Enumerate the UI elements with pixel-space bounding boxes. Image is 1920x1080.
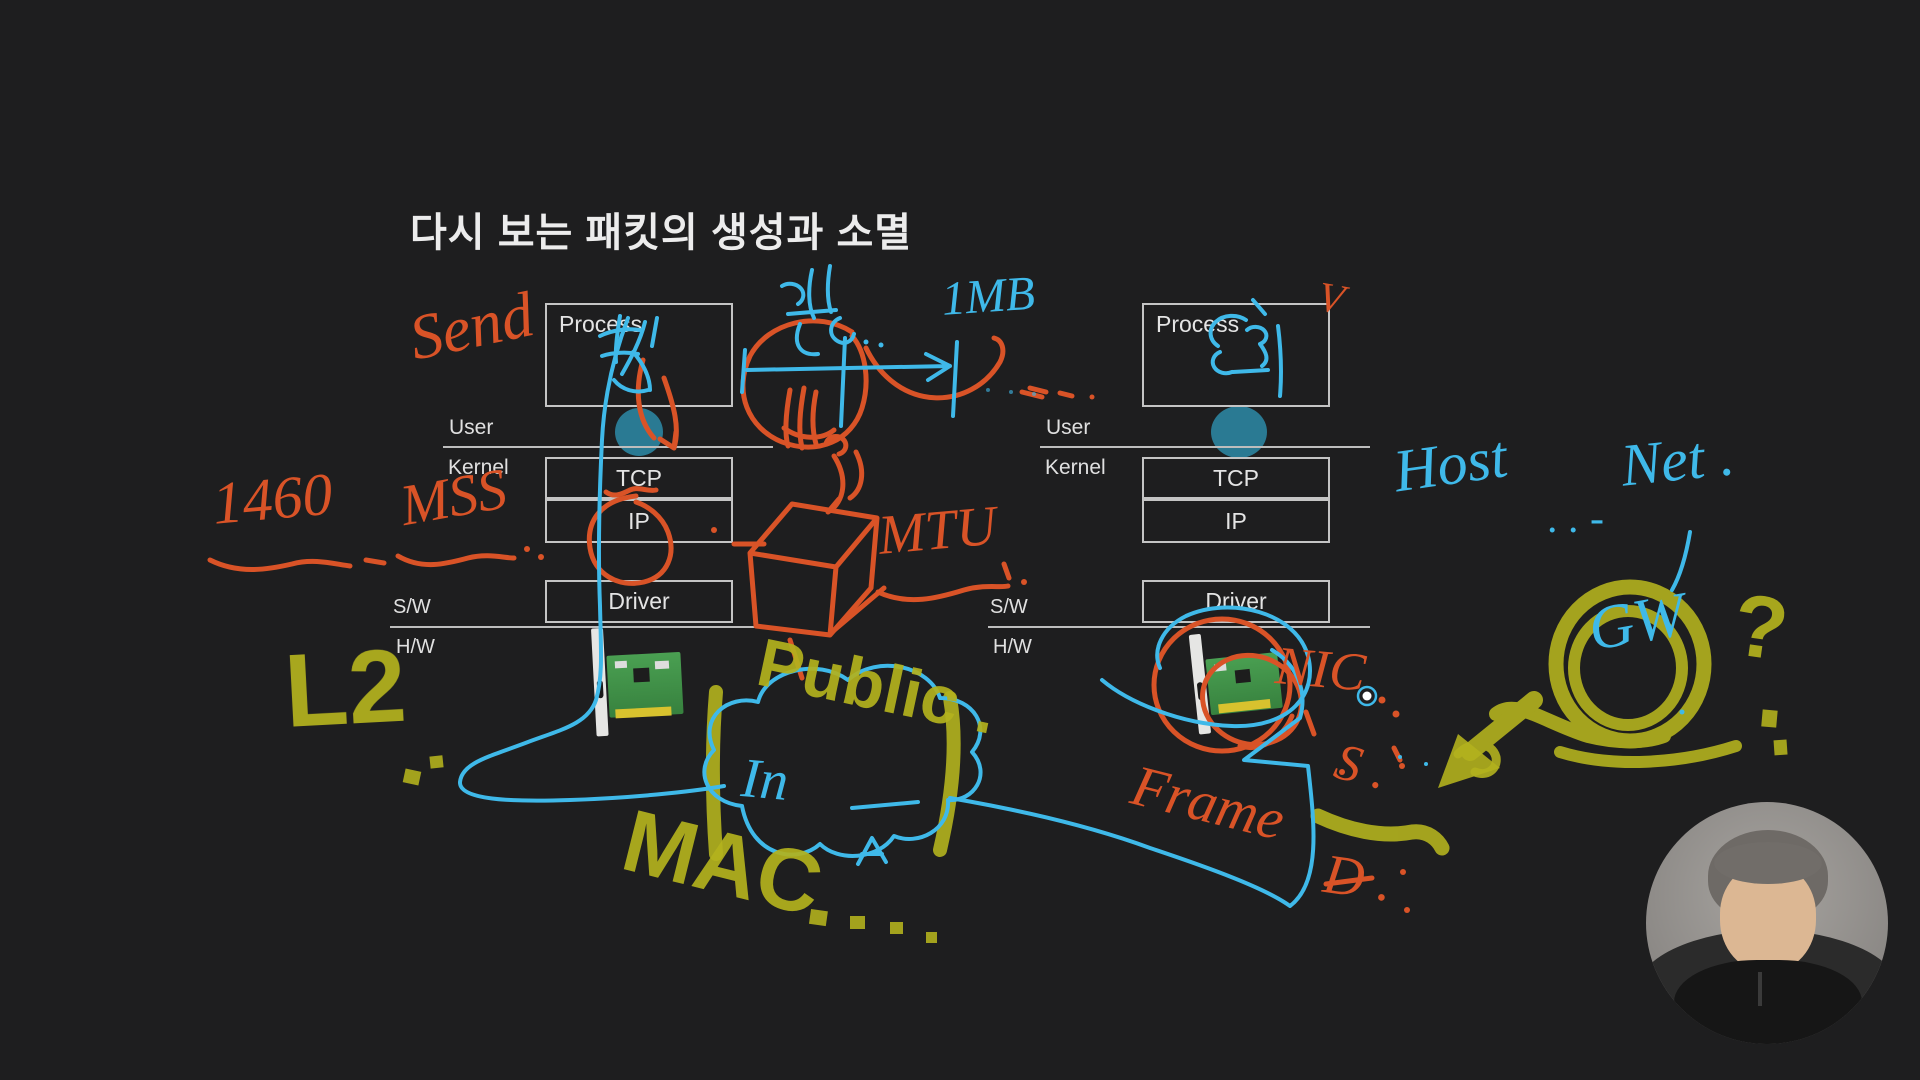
annotation-source: S . — [1328, 733, 1394, 801]
highlight-dot-right — [1211, 406, 1267, 458]
annotation-gw: GW — [1583, 580, 1691, 665]
annotation-frame: Frame — [1125, 752, 1292, 853]
tcp-box-left: TCP — [545, 457, 733, 499]
nic-port — [596, 680, 604, 699]
user-kernel-line-right — [1040, 446, 1370, 448]
annotation-destination: D . — [1319, 843, 1397, 914]
arc-stroke — [863, 335, 1006, 401]
kernel-label-right: Kernel — [1045, 456, 1106, 479]
ip-box-right: IP — [1142, 499, 1330, 543]
ip-box-left: IP — [545, 499, 733, 543]
hw-label-right: H/W — [993, 636, 1032, 658]
annotation-check: V — [1314, 274, 1348, 324]
yellow-arrow-shaft — [1461, 691, 1543, 761]
annotation-net: Net . — [1617, 421, 1738, 499]
annotation-internet-in: In — [738, 747, 791, 813]
annotation-send: Send — [403, 278, 540, 374]
annotation-host-net-dots: . . - — [1548, 496, 1604, 542]
process-box-right: Process — [1142, 303, 1330, 407]
sw-hw-line-right — [988, 626, 1370, 628]
process-label-left: Process — [559, 311, 643, 337]
underline-mtu — [875, 561, 1012, 603]
sw-label-right: S/W — [990, 596, 1028, 618]
annotation-1mb: 1MB — [939, 266, 1037, 326]
annotation-mtu: MTU — [875, 494, 999, 567]
annotation-question-mark: ? — [1727, 574, 1795, 680]
annotation-mss: MSS — [395, 455, 512, 539]
annotation-public: Public . — [751, 624, 1004, 749]
data-balloon — [740, 318, 869, 450]
user-label-right: User — [1046, 416, 1091, 439]
measure-arrow — [745, 352, 952, 382]
presenter-shirt-placket — [1758, 972, 1762, 1006]
presenter-shirt — [1674, 960, 1862, 1044]
annotation-host: Host — [1389, 423, 1512, 505]
annotation-nic: NIC — [1273, 635, 1368, 703]
webcam-overlay — [1646, 802, 1888, 1044]
presenter-hair-front — [1714, 842, 1822, 884]
driver-box-left: Driver — [545, 580, 733, 623]
process-label-right: Process — [1156, 311, 1240, 337]
underline-mss — [395, 553, 517, 568]
sw-label-left: S/W — [393, 596, 431, 618]
process-box-left: Process — [545, 303, 733, 407]
korean-scribble-top — [780, 264, 856, 357]
packet-cube — [747, 501, 880, 638]
nic-edge-connector — [615, 706, 672, 719]
hw-label-left: H/W — [396, 636, 435, 658]
letter-a-scribble — [856, 836, 888, 866]
annotation-1460: 1460 — [209, 460, 336, 537]
sw-hw-line-left — [390, 626, 773, 628]
annotation-mac: MAC — [613, 790, 832, 935]
tcp-box-right: TCP — [1142, 457, 1330, 499]
highlight-dot-left — [615, 408, 663, 456]
nic-chip — [1213, 663, 1227, 672]
yellow-arrow-head — [1438, 734, 1500, 788]
page-title: 다시 보는 패킷의 생성과 소멸 — [410, 211, 913, 255]
nic-chip — [654, 660, 670, 670]
underline-1460 — [207, 557, 353, 572]
nic-chip — [614, 660, 628, 669]
nic-chip — [1234, 668, 1251, 684]
user-label-left: User — [449, 416, 494, 439]
nic-chip — [633, 667, 650, 683]
nic-card-image-left — [590, 624, 693, 747]
annotation-l2: L2 — [281, 627, 409, 750]
user-kernel-line-left — [443, 446, 773, 448]
driver-box-right: Driver — [1142, 580, 1330, 623]
